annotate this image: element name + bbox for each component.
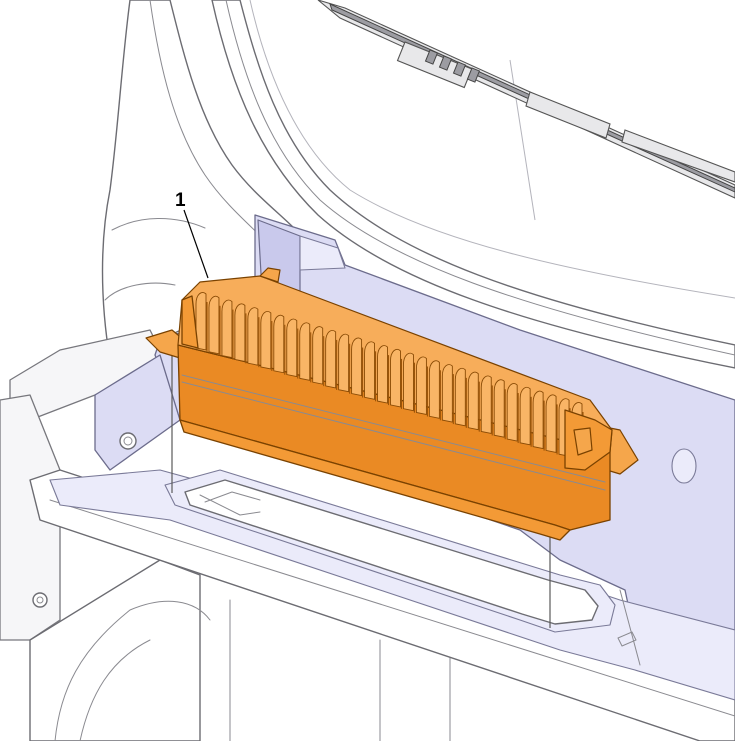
connector-fin	[428, 360, 440, 419]
connector-fin	[493, 379, 505, 438]
connector-fin	[260, 310, 272, 370]
connector-fin	[480, 375, 492, 434]
connector-fin	[506, 383, 518, 442]
connector-fin	[338, 333, 350, 393]
callout-leader-line	[183, 209, 209, 279]
connector-fin	[221, 299, 233, 359]
connector-fin	[467, 371, 479, 431]
electrical-connector-module	[145, 267, 639, 541]
connector-fin	[247, 307, 259, 366]
connector-fin	[441, 364, 453, 423]
connector-fin	[195, 292, 207, 351]
connector-fin	[390, 348, 401, 408]
connector-fin	[519, 386, 531, 446]
wiper-blade	[317, 0, 735, 199]
connector-fin	[208, 295, 220, 355]
connector-fin	[234, 303, 246, 362]
connector-fin	[325, 329, 337, 389]
connector-fin	[351, 337, 363, 397]
connector-fin	[402, 352, 414, 412]
callout-label: 1	[175, 190, 186, 211]
connector-fin	[532, 390, 544, 450]
connector-fin	[454, 367, 466, 427]
connector-fin	[545, 394, 557, 453]
connector-fin	[286, 318, 298, 378]
callout-1: 1	[175, 190, 209, 279]
connector-fin	[364, 341, 376, 400]
connector-fin	[299, 322, 311, 381]
fin-array	[195, 292, 584, 462]
connector-fin	[273, 314, 285, 374]
connector-fin	[415, 356, 427, 416]
connector-fin	[377, 345, 388, 404]
connector-fin	[312, 326, 324, 385]
